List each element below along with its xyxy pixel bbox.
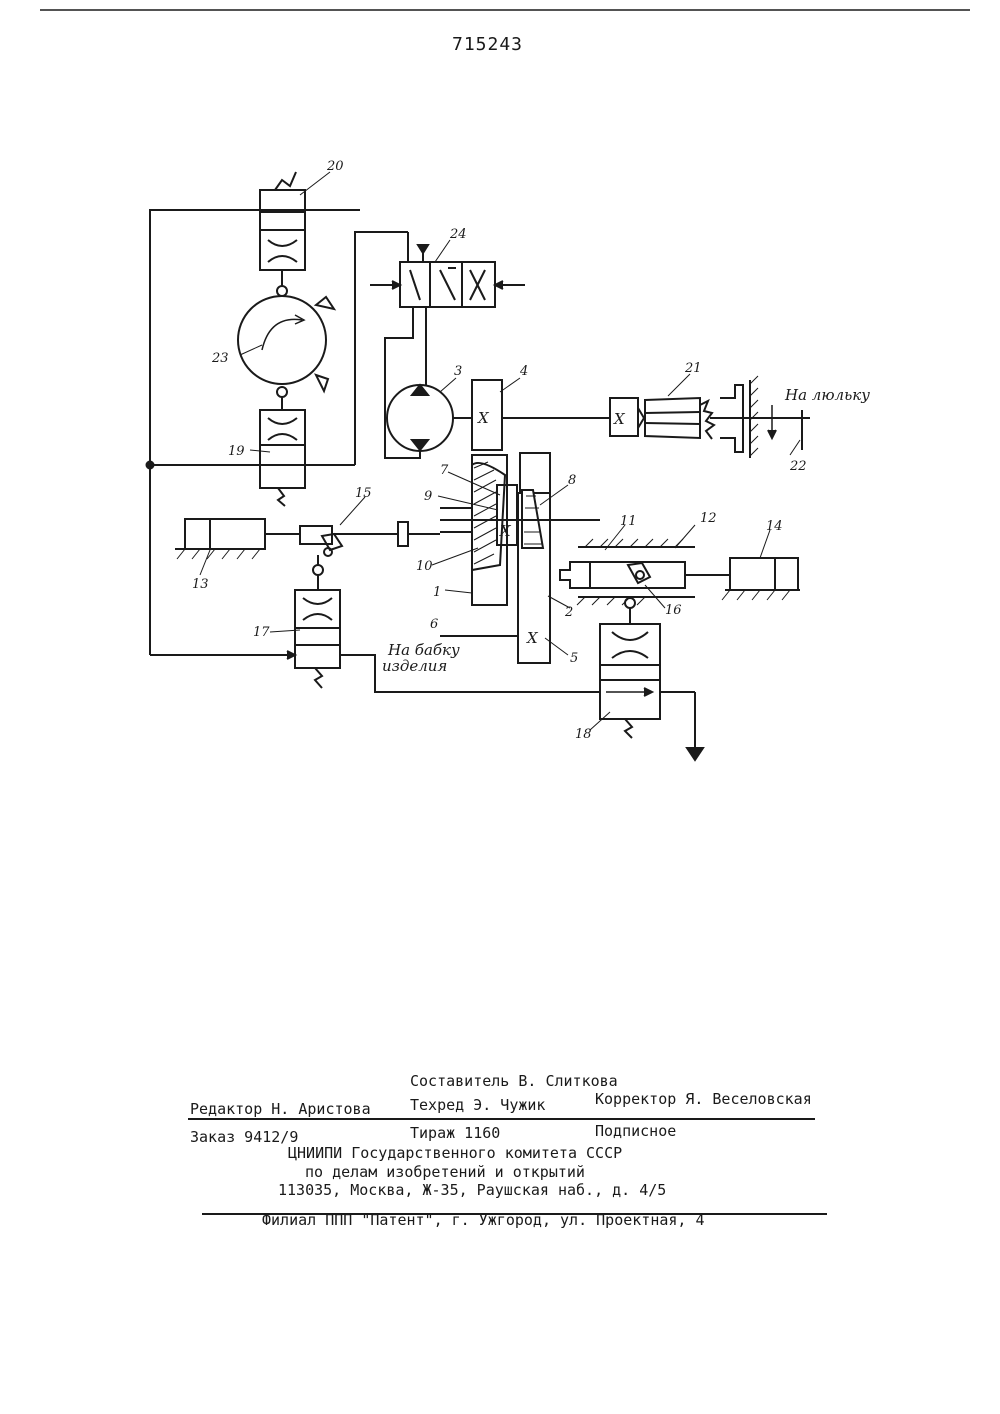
imprint-corrector: Корректор Я. Веселовская	[595, 1090, 812, 1108]
caption-to-headstock-1: На бабку	[387, 641, 460, 659]
imprint-compiler: Составитель В. Слиткова	[410, 1072, 618, 1090]
label-17: 17	[253, 625, 270, 640]
imprint-rule-bottom	[202, 1213, 827, 1215]
supply-line	[149, 209, 360, 655]
imprint-order: Заказ 9412/9	[190, 1128, 299, 1146]
label-20: 20	[326, 159, 344, 174]
hydraulic-kinematic-diagram: X X X X 20 24 23 19 3 4 21 22 7 8 9 10 1…	[40, 9, 970, 762]
distributor-24	[370, 232, 525, 308]
gear-4	[471, 379, 610, 451]
differential-unit	[440, 452, 600, 664]
label-23: 23	[211, 351, 229, 366]
clutch-21	[609, 375, 810, 458]
imprint-branch: Филиал ППП "Патент", г. Ужгород, ул. Про…	[262, 1211, 705, 1229]
label-3: 3	[454, 364, 462, 379]
imprint-techred: Техред Э. Чужик	[410, 1096, 546, 1114]
gear-mark-9: X	[499, 522, 512, 540]
patent-number: 715243	[452, 34, 524, 55]
label-6: 6	[430, 617, 438, 632]
leader-lines	[199, 171, 801, 731]
imprint-circulation: Тираж 1160	[410, 1124, 501, 1142]
gear-mark-21: X	[613, 410, 626, 428]
caption-to-headstock-2: изделия	[382, 657, 447, 675]
valve-17	[150, 589, 600, 693]
label-19: 19	[228, 444, 245, 459]
imprint-institute: ЦНИИПИ Государственного комитета СССР	[288, 1144, 623, 1162]
caption-to-cradle: На люльку	[784, 386, 870, 404]
valve-19	[259, 409, 306, 507]
imprint-editor: Редактор Н. Аристова	[190, 1100, 371, 1118]
imprint-address: 113035, Москва, Ж-35, Раушская наб., д. …	[278, 1181, 667, 1199]
label-14: 14	[766, 519, 783, 534]
label-2: 2	[564, 605, 573, 620]
gear-mark-4: X	[477, 409, 490, 427]
label-8: 8	[568, 473, 576, 488]
imprint-rule-top	[188, 1118, 815, 1120]
motor-3	[384, 307, 472, 459]
imprint-institute-sub: по делам изобретений и открытий	[305, 1163, 585, 1181]
imprint-subscription: Подписное	[595, 1122, 677, 1140]
label-18: 18	[575, 727, 592, 742]
label-16: 16	[665, 603, 682, 618]
label-1: 1	[433, 585, 441, 600]
label-15: 15	[355, 486, 372, 501]
gear-mark-5: X	[526, 629, 539, 647]
label-4: 4	[519, 364, 528, 379]
label-5: 5	[570, 651, 578, 666]
label-22: 22	[789, 459, 807, 474]
valve-18	[599, 623, 705, 762]
label-10: 10	[416, 559, 433, 574]
cylinder-14	[685, 557, 800, 601]
label-21: 21	[684, 361, 702, 376]
valve-20	[259, 171, 306, 297]
label-11: 11	[620, 514, 637, 529]
label-12: 12	[700, 511, 717, 526]
label-7: 7	[440, 463, 449, 478]
label-24: 24	[449, 227, 467, 242]
label-13: 13	[192, 577, 209, 592]
cam-23	[237, 295, 337, 410]
cylinder-13	[175, 518, 440, 590]
label-9: 9	[424, 489, 432, 504]
